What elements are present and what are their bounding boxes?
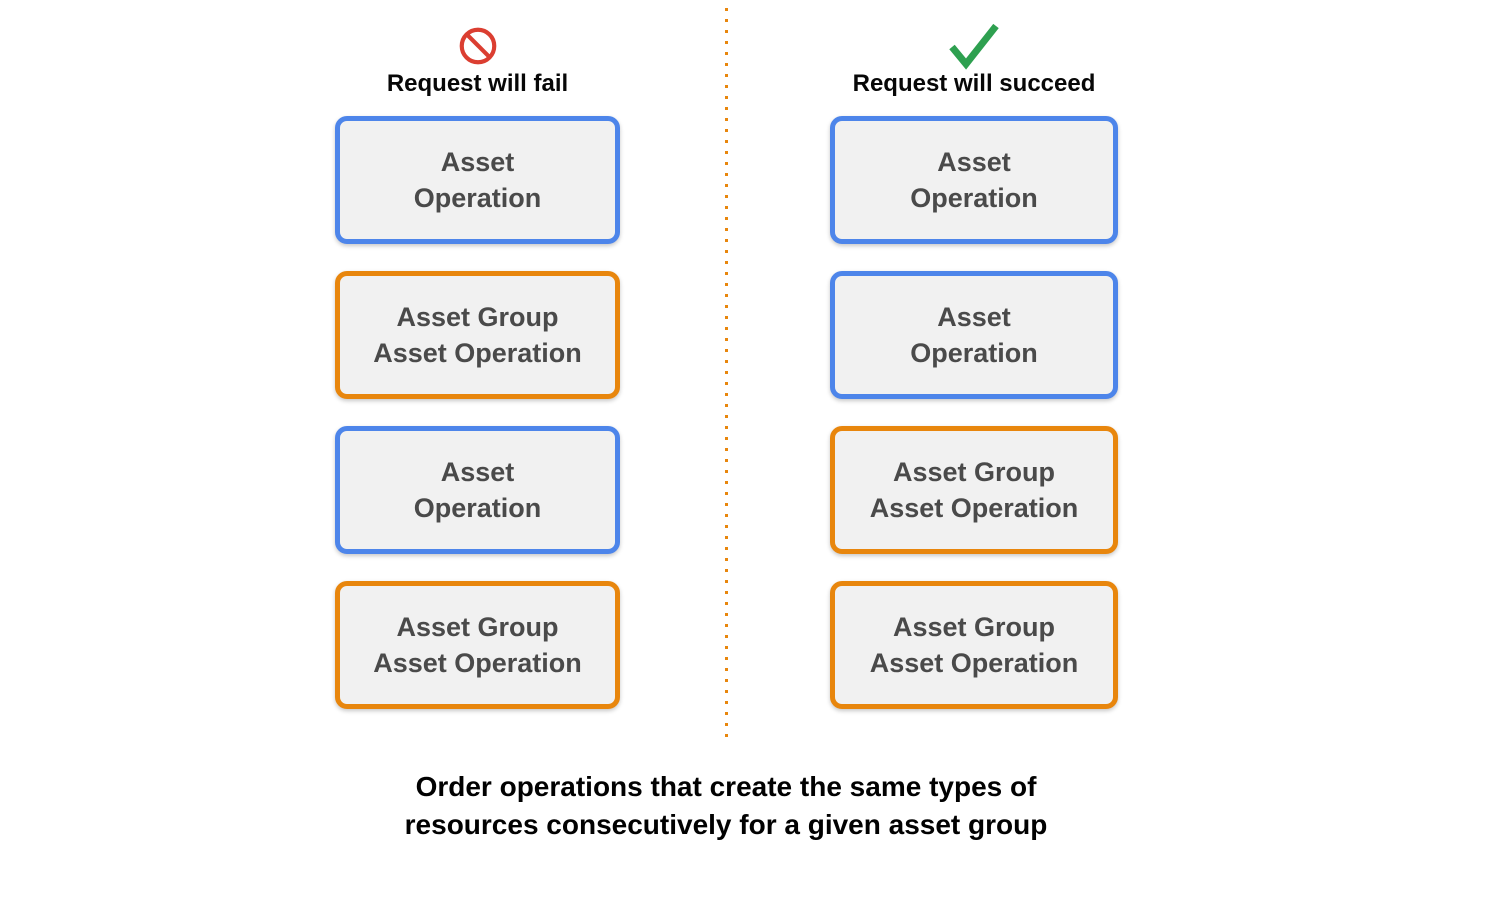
box-label-line: Asset Operation [373, 648, 582, 678]
caption-line: resources consecutively for a given asse… [404, 809, 1048, 840]
box-label-line: Asset [440, 457, 515, 487]
box-label-line: Asset Operation [373, 338, 582, 368]
column-divider [725, 8, 728, 738]
box-asset-group-asset-operation: Asset Group Asset Operation [335, 581, 620, 709]
box-label-line: Asset Group [892, 457, 1056, 487]
prohibited-icon [458, 22, 498, 66]
box-asset-operation: Asset Operation [830, 271, 1118, 399]
box-asset-group-asset-operation: Asset Group Asset Operation [335, 271, 620, 399]
box-asset-group-asset-operation: Asset Group Asset Operation [830, 581, 1118, 709]
box-label-line: Operation [413, 183, 542, 213]
succeed-column-title: Request will succeed [852, 70, 1096, 97]
checkmark-icon [946, 22, 1002, 70]
caption-line: Order operations that create the same ty… [415, 771, 1037, 802]
box-label-line: Asset [937, 302, 1011, 332]
box-label-line: Operation [910, 338, 1038, 368]
fail-column-title: Request will fail [386, 70, 569, 97]
box-label-line: Asset [937, 147, 1011, 177]
box-label-line: Asset Group [396, 612, 559, 642]
box-label-line: Operation [910, 183, 1038, 213]
box-label-line: Asset Operation [869, 493, 1079, 523]
succeed-column: Request will succeed Asset Operation Ass… [830, 22, 1118, 736]
box-asset-operation: Asset Operation [335, 426, 620, 554]
box-label-line: Asset [440, 147, 515, 177]
fail-column: Request will fail Asset Operation Asset … [335, 22, 620, 736]
box-asset-operation: Asset Operation [335, 116, 620, 244]
diagram-caption: Order operations that create the same ty… [0, 768, 1452, 844]
box-asset-operation: Asset Operation [830, 116, 1118, 244]
box-asset-group-asset-operation: Asset Group Asset Operation [830, 426, 1118, 554]
box-label-line: Asset Group [892, 612, 1056, 642]
box-label-line: Asset Group [396, 302, 559, 332]
box-label-line: Operation [413, 493, 542, 523]
box-label-line: Asset Operation [869, 648, 1079, 678]
